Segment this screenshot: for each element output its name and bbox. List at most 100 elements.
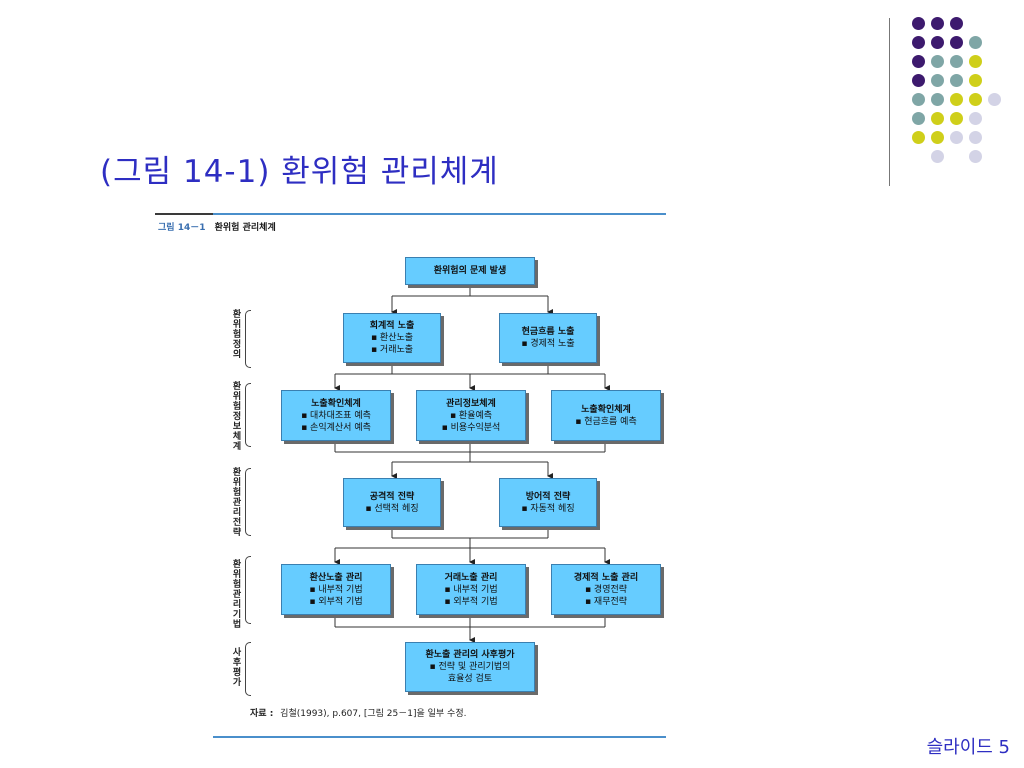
decorative-dot	[912, 93, 925, 106]
box-cashflow-exposure: 현금흐름 노출 ▪ 경제적 노출	[499, 313, 597, 363]
box-title: 환노출 관리의 사후평가	[425, 650, 515, 660]
box-title: 환산노출 관리	[309, 572, 363, 583]
row-brace	[245, 310, 251, 368]
figure-source: 자료 : 김철(1993), p.607, [그림 25－1]을 일부 수정.	[250, 706, 466, 719]
decorative-dot	[969, 112, 982, 125]
box-title: 노출확인체계	[311, 398, 361, 409]
decorative-dot	[931, 93, 944, 106]
decorative-dot	[969, 93, 982, 106]
slide-number: 슬라이드 5	[926, 737, 1010, 758]
box-item: ▪ 비용수익분석	[441, 422, 501, 433]
box-item: ▪ 자동적 헤징	[521, 503, 575, 514]
decorative-dot	[912, 112, 925, 125]
figure-top-rule	[213, 213, 666, 215]
box-item: ▪ 외부적 기법	[309, 596, 363, 607]
decorative-dot	[950, 55, 963, 68]
box-title: 경제적 노출 관리	[573, 572, 639, 583]
row-label-techniques: 환위험관리기법	[232, 560, 242, 630]
box-accounting-exposure: 회계적 노출 ▪ 환산노출 ▪ 거래노출	[343, 313, 441, 363]
decorative-dot	[912, 17, 925, 30]
box-item: ▪ 현금흐름 예측	[575, 416, 637, 427]
decorative-dot	[950, 112, 963, 125]
box-post-evaluation: 환노출 관리의 사후평가 ▪ 전략 및 관리기법의 효율성 검토	[405, 642, 535, 692]
decorative-dot	[912, 55, 925, 68]
box-item: ▪ 환율예측	[449, 410, 493, 421]
connector-row3-merge	[335, 527, 605, 549]
decorative-dot	[931, 36, 944, 49]
decorative-dot	[931, 150, 944, 163]
decorative-dot	[950, 131, 963, 144]
box-item: ▪ 전략 및 관리기법의	[429, 662, 511, 672]
row-brace	[245, 468, 251, 536]
decorative-dot	[912, 74, 925, 87]
row-label-strategy: 환위험관리전략	[232, 468, 242, 538]
slide-title: (그림 14-1) 환위험 관리체계	[100, 154, 499, 190]
box-item: ▪ 손익계산서 예측	[301, 422, 371, 433]
box-title: 현금흐름 노출	[521, 327, 575, 337]
figure-caption-title: 환위험 관리체계	[214, 223, 276, 233]
row-label-post-evaluation: 사후평가	[232, 648, 242, 688]
row-brace	[245, 556, 251, 624]
box-transaction-exposure-mgmt: 거래노출 관리 ▪ 내부적 기법 ▪ 외부적 기법	[416, 564, 526, 615]
figure-caption: 그림 14－1 환위험 관리체계	[158, 220, 276, 233]
box-title: 방어적 전략	[525, 491, 571, 502]
decorative-dot	[931, 112, 944, 125]
decorative-dot	[950, 74, 963, 87]
box-title: 노출확인체계	[581, 404, 631, 415]
box-item: ▪ 거래노출	[370, 345, 414, 355]
decorative-dot	[969, 74, 982, 87]
box-title: 거래노출 관리	[444, 572, 498, 583]
decorative-dot	[969, 150, 982, 163]
connector-row1-merge	[335, 363, 605, 375]
row-brace	[245, 383, 251, 447]
row-label-info-system: 환위험정보체계	[232, 382, 242, 452]
source-text: 김철(1993), p.607, [그림 25－1]을 일부 수정.	[280, 709, 467, 719]
box-item: ▪ 대차대조표 예측	[301, 410, 371, 421]
box-item: 효율성 검토	[447, 674, 493, 684]
decorative-dot	[931, 74, 944, 87]
connector-top-split	[392, 285, 548, 297]
box-exposure-identification-2: 노출확인체계 ▪ 현금흐름 예측	[551, 390, 661, 441]
decorative-dot	[931, 131, 944, 144]
decorative-dot	[931, 55, 944, 68]
connector-row2-merge	[334, 441, 606, 463]
decorative-dot	[988, 93, 1001, 106]
box-title: 환위험의 문제 발생	[433, 266, 507, 276]
box-economic-exposure-mgmt: 경제적 노출 관리 ▪ 경영전략 ▪ 재무전략	[551, 564, 661, 615]
decorative-dot	[950, 17, 963, 30]
box-aggressive-strategy: 공격적 전략 ▪ 선택적 헤징	[343, 478, 441, 527]
decorative-dot	[969, 36, 982, 49]
decorative-dot	[950, 93, 963, 106]
row-brace	[245, 642, 251, 696]
box-item: ▪ 경제적 노출	[521, 339, 575, 349]
title-divider-line	[889, 18, 890, 186]
box-item: ▪ 경영전략	[584, 584, 628, 595]
box-item: ▪ 내부적 기법	[309, 584, 363, 595]
decorative-dot	[950, 36, 963, 49]
decorative-dot	[912, 36, 925, 49]
row-label-definition: 환위험정의	[232, 310, 242, 360]
box-item: ▪ 환산노출	[370, 333, 414, 343]
box-item: ▪ 재무전략	[584, 596, 628, 607]
box-management-info-system: 관리정보체계 ▪ 환율예측 ▪ 비용수익분석	[416, 390, 526, 441]
decorative-dot	[931, 17, 944, 30]
figure-caption-number: 그림 14－1	[158, 223, 206, 233]
box-exposure-identification-1: 노출확인체계 ▪ 대차대조표 예측 ▪ 손익계산서 예측	[281, 390, 391, 441]
box-item: ▪ 선택적 헤징	[365, 503, 419, 514]
box-title: 공격적 전략	[369, 491, 415, 502]
box-defensive-strategy: 방어적 전략 ▪ 자동적 헤징	[499, 478, 597, 527]
decorative-dot	[912, 131, 925, 144]
decorative-dot	[969, 131, 982, 144]
box-translation-exposure-mgmt: 환산노출 관리 ▪ 내부적 기법 ▪ 외부적 기법	[281, 564, 391, 615]
box-title: 관리정보체계	[446, 398, 496, 409]
figure-caption-rule	[155, 213, 213, 215]
box-item: ▪ 외부적 기법	[444, 596, 498, 607]
decorative-dot	[969, 55, 982, 68]
box-fx-problem: 환위험의 문제 발생	[405, 257, 535, 285]
figure-bottom-rule	[213, 736, 666, 738]
box-item: ▪ 내부적 기법	[444, 584, 498, 595]
connector-row4-merge	[334, 615, 606, 628]
source-label: 자료 :	[250, 709, 274, 719]
box-title: 회계적 노출	[369, 321, 415, 331]
